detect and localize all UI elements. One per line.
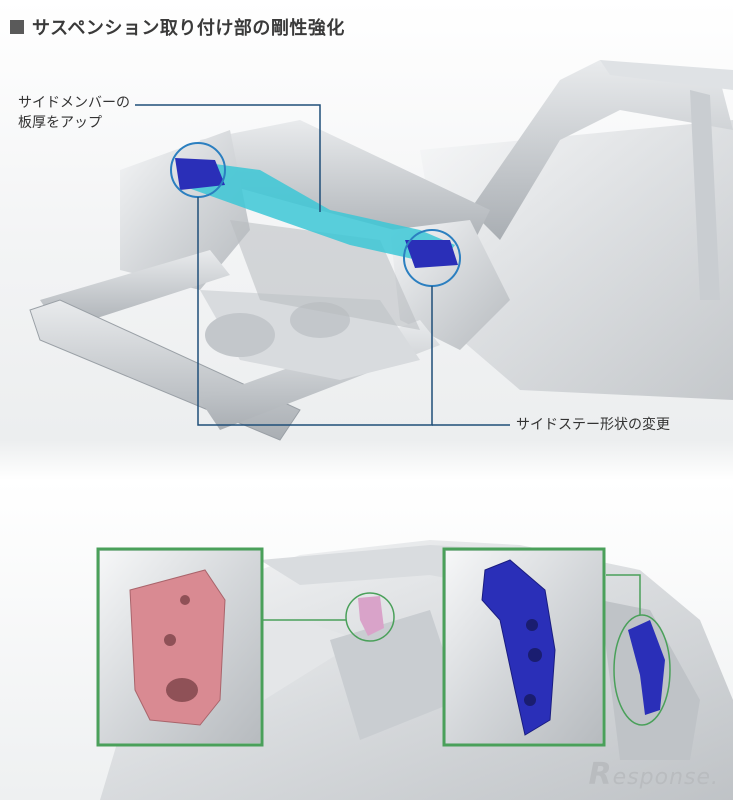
roof-rail [600,60,733,90]
title-text: サスペンション取り付け部の剛性強化 [32,18,345,39]
left-inset [96,547,264,747]
side-member-callout-line [135,104,321,212]
side-member-label: サイドメンバーの 板厚をアップ [18,95,130,131]
response-watermark: Response. [589,757,719,792]
reinforcement-hole-2 [528,648,542,662]
pink-bracket-detail [129,569,226,726]
pink-bracket-circle [345,592,395,642]
reinforcement-hole-1 [526,619,538,631]
rear-wheelhouse [330,610,460,740]
side-member-highlight [180,160,455,265]
page-title: サスペンション取り付け部の剛性強化 [10,14,345,40]
side-stay-label: サイドステー形状の変更 [516,417,670,433]
blue-reinforcement-detail [481,559,556,736]
control-arm [205,313,275,357]
side-stay-callout-frame [197,197,433,426]
side-member-right-end [405,240,458,268]
side-member-left-end [175,158,225,190]
bracket-hole-bottom [166,678,198,702]
blue-reinforcement-small [628,620,665,715]
a-pillar [470,60,733,240]
bracket-hole-mid [164,634,176,646]
right-inset-callout-line [606,574,641,615]
watermark-rest: esponse. [612,765,719,790]
blue-reinforcement-ellipse [613,614,671,726]
left-front-rail [40,250,230,330]
title-bullet-square [10,20,24,34]
bracket-hole-top [180,595,190,605]
cowl-panel [200,120,490,250]
reinforcement-hole-3 [524,694,536,706]
b-pillar [690,90,720,300]
pink-bracket-small [358,596,384,636]
watermark-initial: R [588,757,613,792]
right-inset [442,547,606,747]
